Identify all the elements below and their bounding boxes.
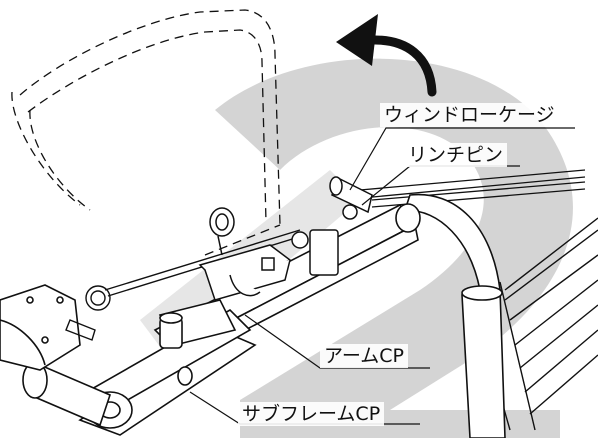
drive-shaft — [0, 284, 111, 427]
label-arm-cp: アームCP — [320, 344, 409, 368]
mount-bracket — [198, 207, 292, 301]
cage-tube — [403, 193, 506, 438]
label-window-cage: ウィンドローケージ — [380, 103, 559, 127]
window-cage-right — [469, 217, 598, 431]
linch-pin-hardware — [291, 176, 373, 276]
curved-arrow-icon — [345, 35, 437, 97]
subframe-body — [78, 299, 257, 436]
curved-arrow-head-icon — [336, 14, 378, 66]
raised-cage-dashed-outline — [11, 9, 281, 269]
label-subframe-cp: サブフレームCP — [238, 402, 385, 426]
label-linch-pin: リンチピン — [404, 143, 508, 167]
